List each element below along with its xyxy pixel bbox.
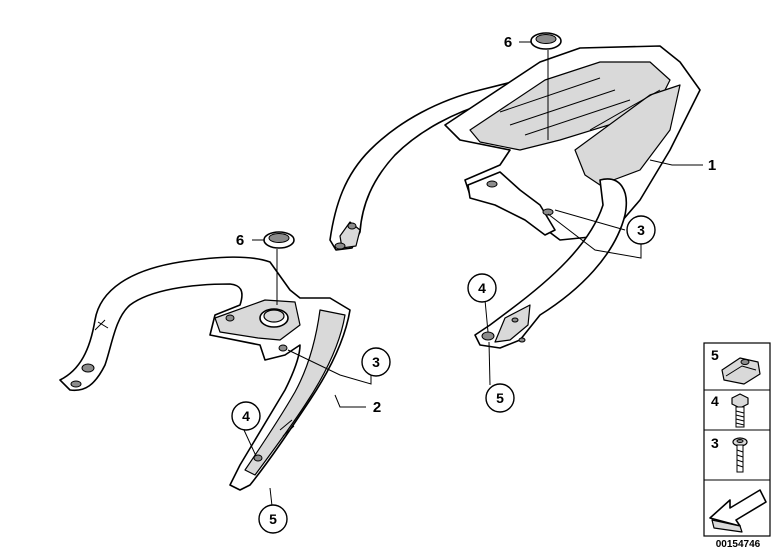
rubber-plug-lower <box>263 231 295 249</box>
hex-bolt-icon <box>731 393 749 428</box>
svg-text:1: 1 <box>708 157 716 174</box>
svg-text:3: 3 <box>372 354 380 370</box>
svg-text:4: 4 <box>242 408 250 424</box>
callout-3-right: 3 <box>626 215 656 245</box>
callout-2: 2 <box>373 399 381 416</box>
svg-text:2: 2 <box>373 399 381 416</box>
svg-text:4: 4 <box>478 280 486 296</box>
svg-text:5: 5 <box>496 390 504 406</box>
legend-label-4: 4 <box>711 393 719 409</box>
legend-label-5: 5 <box>711 347 719 363</box>
clip-nut-icon <box>721 357 761 385</box>
parts-legend: 5 4 3 <box>703 342 771 537</box>
callout-3-left: 3 <box>361 347 391 377</box>
callout-1: 1 <box>708 157 716 174</box>
diagram-id: 00154746 <box>716 539 761 550</box>
callout-5-right: 5 <box>485 383 515 413</box>
screw-icon <box>732 437 748 473</box>
rubber-plug-upper <box>530 32 562 50</box>
rack-carrier-part-2 <box>59 256 351 491</box>
callout-6-lower: 6 <box>236 232 244 249</box>
rack-carrier-part-1 <box>329 45 701 349</box>
legend-label-3: 3 <box>711 435 719 451</box>
svg-text:6: 6 <box>504 34 512 51</box>
callout-4-left: 4 <box>231 401 261 431</box>
callout-6-upper: 6 <box>504 34 512 51</box>
callout-5-left: 5 <box>258 504 288 534</box>
svg-text:6: 6 <box>236 232 244 249</box>
arrow-icon <box>709 489 767 533</box>
callout-4-right: 4 <box>467 273 497 303</box>
svg-text:3: 3 <box>637 222 645 238</box>
svg-text:5: 5 <box>269 511 277 527</box>
